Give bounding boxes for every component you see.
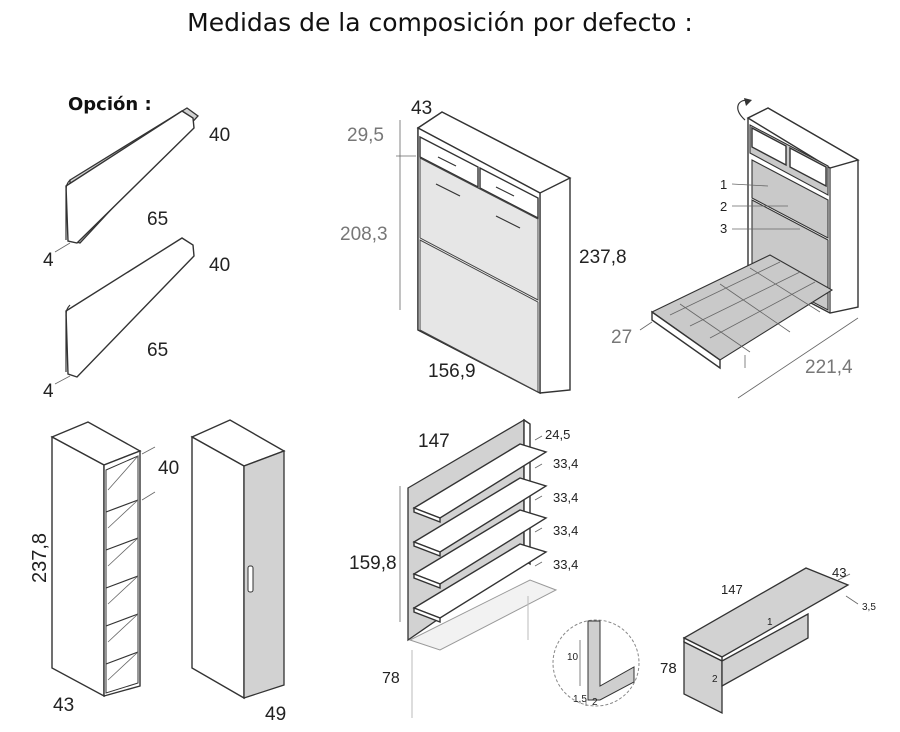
headboard-bottom: 40 65 4	[43, 237, 230, 402]
headboard-bottom-width: 65	[147, 340, 168, 361]
wardrobe-width: 49	[265, 704, 286, 725]
shelving-shelf-2: 33,4	[553, 490, 578, 505]
desk-depth: 43	[832, 565, 846, 580]
shelf-column-height: 237,8	[29, 533, 51, 583]
desk-thickness: 3,5	[862, 602, 876, 613]
shelving-shelf-3: 33,4	[553, 523, 578, 538]
detail-offset: 2	[592, 697, 598, 708]
headboard-top-height: 40	[209, 125, 230, 146]
detail-circle: 10 1,5 2	[552, 619, 640, 708]
open-label-2: 2	[720, 199, 727, 214]
wallbed-depth: 43	[411, 98, 432, 119]
desk-height: 78	[660, 660, 677, 677]
desk-part-2: 2	[712, 674, 718, 685]
page-title: Medidas de la composición por defecto :	[187, 8, 693, 37]
wallbed-open: 1 2 3 27 221,4	[611, 98, 860, 399]
headboard-bottom-height: 40	[209, 255, 230, 276]
detail-thickness: 1,5	[573, 694, 587, 705]
open-label-3: 3	[720, 221, 727, 236]
wallbed-top: 29,5	[347, 125, 384, 146]
shelving-height: 159,8	[349, 553, 397, 574]
shelving-top-shelf: 24,5	[545, 427, 570, 442]
option-label: Opción :	[68, 94, 152, 115]
desk: 147 43 3,5 78 1 2	[660, 565, 876, 715]
shelving-shelf-1: 33,4	[553, 456, 578, 471]
headboard-top: 40 65 4	[43, 107, 230, 271]
open-depth: 221,4	[805, 357, 853, 378]
desk-width: 147	[721, 582, 743, 597]
shelf-column-depth: 40	[158, 458, 179, 479]
detail-height: 10	[567, 652, 579, 663]
headboard-bottom-depth: 4	[43, 381, 54, 402]
headboard-top-width: 65	[147, 209, 168, 230]
wardrobe: 49	[190, 419, 286, 725]
wallbed-closed: 43 29,5 208,3 237,8 156,9	[340, 98, 627, 395]
shelf-column-width: 43	[53, 695, 74, 716]
wallbed-body: 208,3	[340, 224, 388, 245]
shelving-panel: 147 24,5 33,4 33,4 33,4 33,4 159,8 78	[349, 418, 578, 718]
open-label-1: 1	[720, 177, 727, 192]
shelving-width: 147	[418, 431, 450, 452]
desk-part-1: 1	[767, 617, 773, 628]
wallbed-total-height: 237,8	[579, 247, 627, 268]
wallbed-width: 156,9	[428, 361, 476, 382]
headboard-top-depth: 4	[43, 250, 54, 271]
open-frame-height: 27	[611, 327, 632, 348]
shelving-shelf-4: 33,4	[553, 557, 578, 572]
shelving-bottom: 78	[382, 670, 400, 687]
shelf-column: 40 43 237,8	[29, 421, 179, 716]
